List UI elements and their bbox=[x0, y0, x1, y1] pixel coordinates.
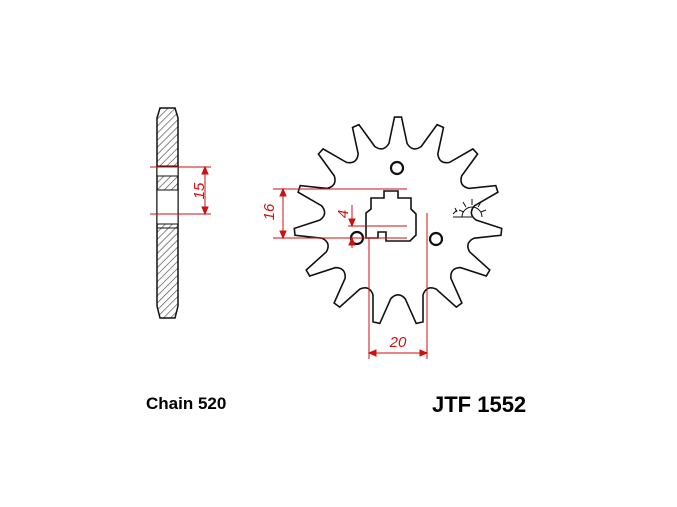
spline-width-dimension bbox=[367, 213, 429, 359]
mounting-hole-right bbox=[428, 231, 444, 247]
side-view-hub-band bbox=[156, 165, 179, 177]
sun-rotation-icon bbox=[452, 199, 487, 218]
spline-bore bbox=[365, 190, 417, 242]
spline-depth-dimension bbox=[348, 205, 407, 248]
side-view-hub-gap bbox=[156, 189, 179, 215]
hub-height-label: 15 bbox=[191, 182, 208, 199]
side-view-hub-band-lower bbox=[156, 213, 179, 225]
spline-depth-label: 4 bbox=[335, 210, 352, 218]
sprocket-side-view: 15 bbox=[150, 107, 211, 319]
part-number-caption: JTF 1552 bbox=[432, 392, 527, 417]
mount-height-dimension bbox=[273, 187, 407, 240]
sprocket-front-view bbox=[293, 116, 503, 325]
mount-height-label: 16 bbox=[261, 203, 278, 220]
sprocket-teeth-outline bbox=[293, 116, 503, 325]
hub-height-dimension bbox=[150, 165, 211, 216]
mounting-hole-top bbox=[389, 160, 405, 176]
chain-size-caption: Chain 520 bbox=[146, 394, 227, 413]
spline-width-label: 20 bbox=[389, 334, 407, 351]
